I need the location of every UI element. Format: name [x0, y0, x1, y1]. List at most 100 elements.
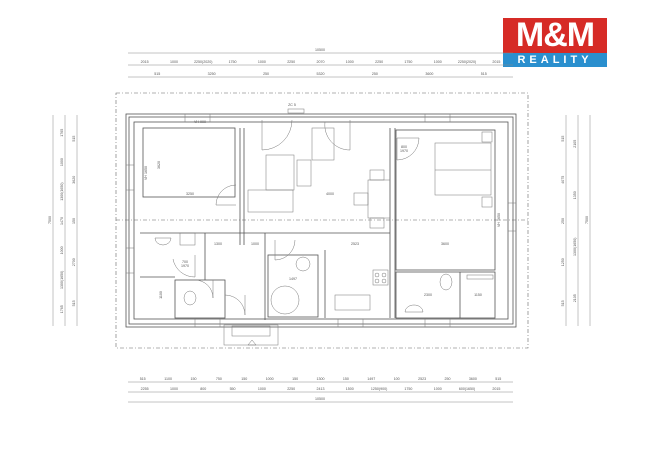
- bottom-interior-dimension: 1000: [266, 377, 274, 381]
- bottom-opening-dimension: 1750: [404, 387, 412, 391]
- washbasin-icon: [404, 304, 424, 313]
- left-opening-dimension: 1000: [60, 158, 64, 166]
- dimension-lines: [52, 52, 591, 403]
- bottom-interior-dimension: 150: [191, 377, 197, 381]
- room-dimension-label: VH 1650: [144, 166, 148, 180]
- mm-reality-logo: M&M REALITY: [503, 18, 607, 67]
- left-opening-dimension: 1470: [60, 217, 64, 225]
- bottom-opening-dimension: 600(1650): [459, 387, 475, 391]
- room-dimension-label: VH 900: [194, 120, 206, 124]
- room-dimension-label: 2523: [351, 242, 359, 246]
- room-dimension-label: 3250: [186, 192, 194, 196]
- bottom-opening-dimension: 2015: [492, 387, 500, 391]
- toilet-icon: [439, 273, 453, 291]
- right-interior-dimension: 515: [561, 300, 565, 306]
- right-interior-dimension: 515: [561, 136, 565, 142]
- top-opening-dimension: 1000: [258, 60, 266, 64]
- washbasin-icon: [154, 237, 172, 246]
- bottom-opening-dimension: 800: [200, 387, 206, 391]
- left-interior-dimension: 150: [72, 218, 76, 224]
- logo-brand: M&M: [503, 18, 607, 53]
- bottom-opening-dimension: 2255: [141, 387, 149, 391]
- bottom-interior-dimension: 3600: [469, 377, 477, 381]
- bottom-opening-dimension: 2413: [317, 387, 325, 391]
- room-dimension-label: 1970: [400, 149, 408, 153]
- windows: [125, 108, 517, 328]
- left-total-dimension: 7500: [48, 216, 52, 224]
- bottom-interior-dimension: 2523: [418, 377, 426, 381]
- plot-boundary: [115, 92, 529, 349]
- bottom-opening-dimension: 1500: [346, 387, 354, 391]
- room-dimension-label: 3620: [157, 161, 161, 169]
- top-opening-dimension: 1000: [346, 60, 354, 64]
- bottom-interior-dimension: 1497: [367, 377, 375, 381]
- stove-icon: [372, 269, 389, 286]
- bottom-interior-dimension: 750: [216, 377, 222, 381]
- room-dimension-label: ZC 5: [288, 103, 296, 107]
- left-interior-dimension: 3620: [72, 176, 76, 184]
- entry-arrow-icon: [247, 339, 257, 346]
- right-opening-dimension: 2105: [573, 294, 577, 302]
- room-dimension-label: 1300: [214, 242, 222, 246]
- top-opening-dimension: 1000: [170, 60, 178, 64]
- left-opening-dimension: 1300(1650): [60, 182, 64, 200]
- logo-sub: REALITY: [503, 53, 607, 67]
- top-opening-dimension: 2250: [287, 60, 295, 64]
- top-interior-dimension: 3250: [208, 72, 216, 76]
- left-interior-dimension: 2700: [72, 258, 76, 266]
- top-opening-dimension: 2250(2020): [458, 60, 476, 64]
- top-opening-dimension: 2250: [375, 60, 383, 64]
- room-dimension-label: 1100: [159, 291, 163, 299]
- radiator-icon: [287, 108, 305, 114]
- bottom-opening-dimension: 550: [230, 387, 236, 391]
- furniture: [154, 127, 494, 315]
- top-opening-dimension: 1750: [404, 60, 412, 64]
- top-opening-dimension: 2070: [317, 60, 325, 64]
- bottom-interior-dimension: 1100: [164, 377, 172, 381]
- bottom-interior-dimension: 150: [343, 377, 349, 381]
- kitchen-sink-icon: [334, 294, 371, 311]
- right-interior-dimension: 4075: [561, 176, 565, 184]
- sofa-icon: [265, 154, 295, 191]
- right-opening-dimension: 2105: [573, 140, 577, 148]
- toilet-icon: [183, 290, 197, 306]
- room-dimension-label: 700: [182, 260, 188, 264]
- top-interior-dimension: 515: [481, 72, 487, 76]
- dining-table-icon: [367, 179, 391, 219]
- washbasin-icon: [295, 256, 311, 272]
- left-opening-dimension: 1765: [60, 305, 64, 313]
- bottom-interior-dimension: 250: [445, 377, 451, 381]
- bottom-interior-dimension: 515: [495, 377, 501, 381]
- room-dimension-label: 1000: [251, 242, 259, 246]
- top-interior-dimension: 515: [154, 72, 160, 76]
- right-opening-dimension: 1350: [573, 191, 577, 199]
- top-opening-dimension: 2015: [492, 60, 500, 64]
- bottom-opening-dimension: 1000: [170, 387, 178, 391]
- top-interior-dimension: 250: [372, 72, 378, 76]
- bottom-opening-dimension: 1000: [258, 387, 266, 391]
- left-interior-dimension: 515: [72, 300, 76, 306]
- double-bed-icon: [434, 142, 492, 196]
- left-opening-dimension: 1765: [60, 129, 64, 137]
- bottom-interior-dimension: 150: [241, 377, 247, 381]
- right-interior-dimension: 1250: [561, 258, 565, 266]
- doors: [172, 119, 420, 316]
- left-interior-dimension: 515: [72, 136, 76, 142]
- bottom-interior-dimension: 1300: [317, 377, 325, 381]
- right-interior-dimension: 250: [561, 218, 565, 224]
- left-opening-dimension: 1300(1650): [60, 271, 64, 289]
- bottom-opening-dimension: 1250(900): [371, 387, 387, 391]
- room-dimension-label: 4000: [326, 192, 334, 196]
- bottom-opening-dimension: 2250: [287, 387, 295, 391]
- bottom-interior-dimension: 150: [292, 377, 298, 381]
- bottom-opening-dimension: 1000: [434, 387, 442, 391]
- top-opening-dimension: 2015: [141, 60, 149, 64]
- room-dimension-label: 1150: [474, 293, 482, 297]
- room-dimension-label: 1970: [181, 264, 189, 268]
- right-opening-dimension: 1300(1650): [573, 238, 577, 256]
- room-dimension-label: 3600: [441, 242, 449, 246]
- top-interior-dimension: 5320: [317, 72, 325, 76]
- top-opening-dimension: 1000: [434, 60, 442, 64]
